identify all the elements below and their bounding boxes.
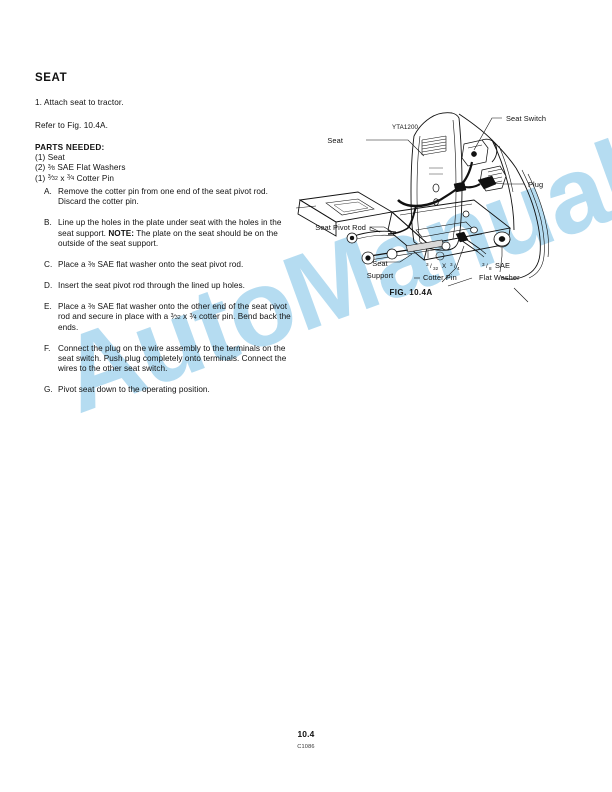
step-text: Insert the seat pivot rod through the li… [58, 280, 245, 290]
parts-needed-block: PARTS NEEDED: (1) Seat (2) 3⁄8 SAE Flat … [35, 143, 126, 184]
parts-list-item: (1) 3⁄32 x 3⁄4 Cotter Pin [35, 173, 126, 184]
svg-text:32: 32 [433, 266, 439, 271]
svg-text:8: 8 [489, 266, 492, 271]
instruction-step: A. Remove the cotter pin from one end of… [44, 187, 292, 208]
step-text-before: Line up the holes in the plate under sea… [58, 218, 282, 238]
svg-text:SAE: SAE [495, 261, 510, 270]
label-part-number: YTA1200 [392, 124, 418, 131]
part-desc: Cotter Pin [76, 173, 115, 183]
instruction-step: B. Line up the holes in the plate under … [44, 218, 292, 249]
step-letter: C. [44, 260, 53, 270]
svg-text:3: 3 [482, 262, 485, 267]
instruction-step: D. Insert the seat pivot rod through the… [44, 281, 292, 291]
label-seat: Seat [327, 136, 343, 145]
leader-seat [366, 139, 425, 157]
leader-flat-washer [499, 246, 503, 273]
svg-text:/: / [430, 263, 432, 270]
instruction-step: F. Connect the plug on the wire assembly… [44, 344, 292, 375]
cotter-pin-part [455, 231, 487, 258]
step-letter: E. [44, 301, 52, 311]
leader-plug [485, 181, 524, 185]
label-seat-pivot-rod: Seat Pivot Rod [315, 223, 366, 232]
leader-seat-support [380, 253, 413, 263]
parts-list-item: (2) 3⁄8 SAE Flat Washers [35, 163, 126, 173]
part-qty: (1) [35, 153, 46, 163]
step-text-after: SAE flat washer onto the seat pivot rod. [95, 260, 244, 270]
document-code: C1086 [297, 744, 315, 750]
part-qty: (2) [35, 163, 46, 173]
part-fraction-separator: x [60, 173, 65, 183]
step-text-before: Place a [58, 260, 88, 270]
step-one-text: 1. Attach seat to tractor. [35, 98, 124, 107]
step-text: Line up the holes in the plate under sea… [58, 218, 292, 249]
svg-text:Cotter Pin: Cotter Pin [423, 273, 457, 282]
figure-caption: FIG. 10.4A [389, 288, 433, 297]
label-plug: Plug [528, 180, 543, 189]
step-text-after: cotter pin. Bend back the ends. [58, 312, 291, 332]
step-text: Connect the plug on the wire assembly to… [58, 343, 287, 374]
step-fraction-b: 3⁄4 [189, 312, 197, 322]
step-letter: A. [44, 187, 52, 196]
figure-seat-assembly-diagram: Seat YTA1200 Seat Switch Plug Seat Pivot… [296, 96, 586, 318]
step-letter: G. [44, 385, 53, 395]
step-fraction-a: 3⁄32 [170, 312, 181, 322]
svg-text:Flat Washer: Flat Washer [479, 273, 520, 282]
part-fraction-a: 3⁄32 [47, 173, 58, 183]
label-seat-support-line2: Support [367, 271, 394, 280]
label-flat-washer: 3 / 8 SAE Flat Washer [479, 261, 520, 282]
step-fraction-separator: x [180, 312, 190, 322]
page-number: 10.4 [297, 729, 315, 739]
instruction-step: G. Pivot seat down to the operating posi… [44, 385, 292, 395]
step-text: Pivot seat down to the operating positio… [58, 385, 210, 395]
step-text: Remove the cotter pin from one end of th… [58, 187, 268, 207]
instruction-step: E. Place a 3⁄8 SAE flat washer onto the … [44, 302, 292, 333]
step-letter: F. [44, 343, 51, 353]
step-text: Place a 3⁄8 SAE flat washer onto the sea… [58, 260, 292, 270]
svg-text:X: X [442, 263, 446, 270]
label-cotter-pin: 3 / 32 X 3 / 4 Cotter Pin [414, 262, 460, 282]
svg-text:/: / [486, 263, 488, 270]
instruction-steps-list: A. Remove the cotter pin from one end of… [44, 187, 292, 406]
step-fraction: 3⁄8 [87, 301, 96, 311]
step-note-emphasis: NOTE: [108, 228, 135, 238]
leader-seat-switch [473, 117, 502, 151]
page-title: SEAT [35, 72, 68, 84]
svg-text:3: 3 [450, 262, 453, 267]
instruction-step: C. Place a 3⁄8 SAE flat washer onto the … [44, 260, 292, 270]
step-fraction: 3⁄8 [87, 259, 96, 269]
part-desc: Seat [47, 153, 65, 163]
label-seat-switch: Seat Switch [506, 114, 546, 123]
part-fraction-b: 3⁄4 [66, 173, 75, 183]
svg-text:/: / [454, 263, 456, 270]
step-text-after: The plate on the seat should be on the o… [58, 228, 278, 249]
part-fraction: 3⁄8 [47, 163, 55, 173]
step-letter: D. [44, 280, 53, 290]
part-desc: SAE Flat Washers [57, 163, 126, 173]
label-seat-support-line1: Seat [372, 259, 388, 268]
part-qty: (1) [35, 173, 46, 183]
step-letter: B. [44, 218, 52, 228]
flat-washer-part [493, 231, 511, 248]
refer-to-figure-text: Refer to Fig. 10.4A. [35, 121, 108, 130]
step-text-before: Place a [58, 301, 88, 311]
svg-text:4: 4 [457, 266, 460, 271]
parts-needed-heading: PARTS NEEDED: [35, 143, 105, 152]
parts-list-item: (1) Seat [35, 153, 126, 163]
svg-text:3: 3 [426, 262, 429, 267]
leader-seat-pivot-rod [370, 226, 397, 235]
step-text: Place a 3⁄8 SAE flat washer onto the oth… [58, 302, 292, 333]
step-text-mid: SAE flat washer onto the other end of th… [58, 301, 288, 322]
leader-cotter-pin [441, 245, 465, 283]
